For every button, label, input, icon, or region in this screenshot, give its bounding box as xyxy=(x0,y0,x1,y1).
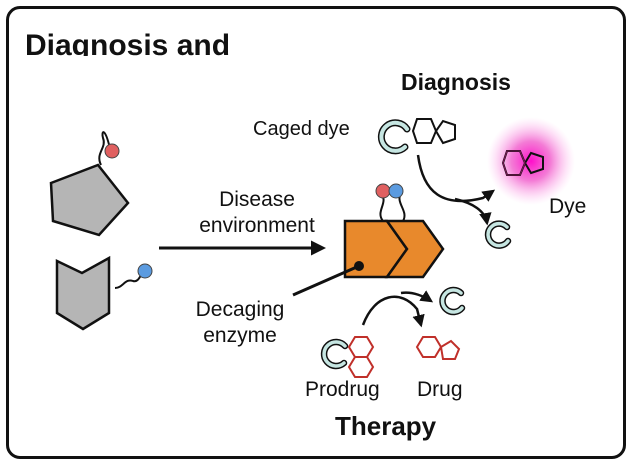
substrate-pentagon xyxy=(49,131,130,237)
caged-dye-molecule xyxy=(377,118,456,155)
figure-frame: Diagnosis and Diagnosis Therapy Caged dy… xyxy=(6,6,626,459)
diagram-canvas xyxy=(49,117,575,378)
prodrug-ring-a xyxy=(347,336,375,358)
substrate-notched xyxy=(55,255,153,331)
drug-ring-b xyxy=(439,339,461,360)
therapy-heading: Therapy xyxy=(335,411,437,441)
prodrug-molecule xyxy=(320,336,375,378)
dye-core-ring-a xyxy=(411,118,438,144)
enzyme-block-right xyxy=(384,219,445,279)
released-cage-therapy-icon xyxy=(440,288,464,314)
bound-blue-sphere-icon xyxy=(388,183,404,199)
decaging-arrow-therapy xyxy=(361,295,425,328)
diagnosis-heading: Diagnosis xyxy=(401,69,511,95)
pentagon-shape xyxy=(49,163,130,237)
drug-label: Drug xyxy=(417,378,463,401)
blue-sphere-icon xyxy=(137,263,153,279)
drug-molecule xyxy=(415,336,461,360)
panel-title: Diagnosis and xyxy=(25,31,231,56)
drug-ring-a xyxy=(415,336,443,358)
red-sphere-icon xyxy=(104,143,120,159)
enzyme-pointer-line xyxy=(292,264,360,297)
prodrug-cage-icon xyxy=(322,340,347,368)
dye-glow xyxy=(487,117,575,205)
dye-ring-b xyxy=(523,151,544,175)
decaging-enzyme-label: Decaging enzyme xyxy=(195,298,285,347)
dye-core-ring-b xyxy=(434,119,456,145)
dye-label: Dye xyxy=(549,195,587,218)
prodrug-ring-b xyxy=(347,356,375,378)
decaging-arrow-diagnosis xyxy=(416,154,496,203)
cage-release-arrow-diagnosis xyxy=(454,197,492,226)
decaging-enzyme-complex xyxy=(292,183,445,297)
fluorescent-dye xyxy=(487,117,575,205)
disease-environment-label: Disease environment xyxy=(199,188,315,237)
cage-icon xyxy=(379,120,409,153)
bound-red-sphere-icon xyxy=(375,183,391,199)
notched-shape xyxy=(55,255,111,331)
cage-release-arrow-therapy xyxy=(400,290,434,303)
prodrug-label: Prodrug xyxy=(305,378,380,401)
caged-dye-label: Caged dye xyxy=(253,118,350,140)
released-cage-icon xyxy=(486,221,510,248)
